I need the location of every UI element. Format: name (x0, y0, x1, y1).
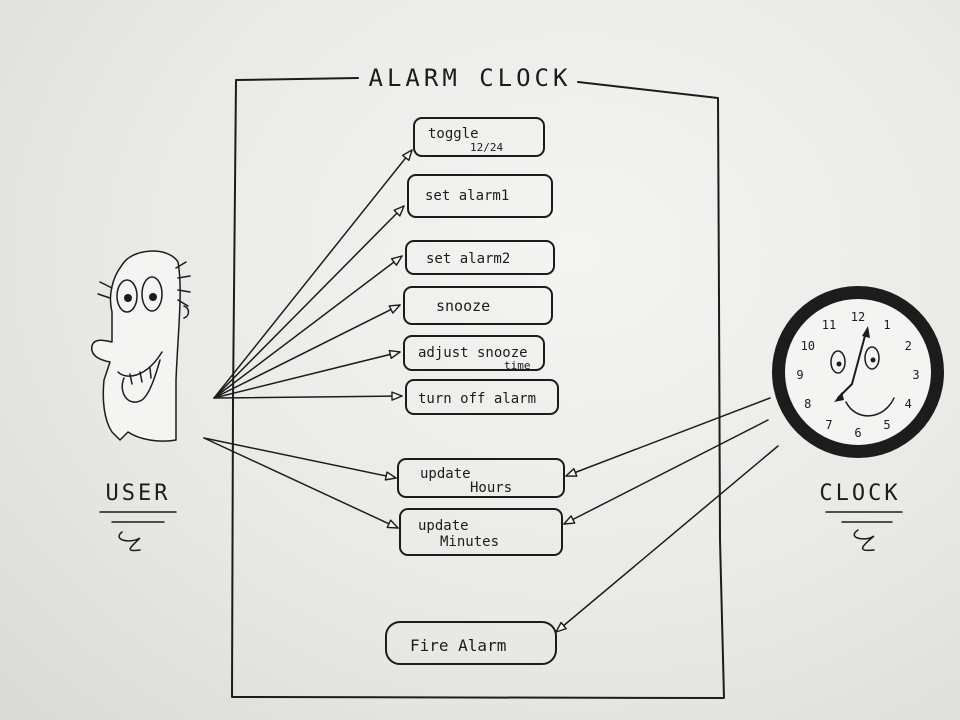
user-to-update-minutes-arrow (203, 437, 399, 529)
clock-underline (825, 511, 903, 552)
clock-numeral: 7 (825, 418, 832, 432)
user-underline (99, 511, 177, 552)
clock-numeral: 12 (851, 310, 865, 324)
use-case-turn-off-alarm[interactable] (405, 379, 559, 415)
use-case-toggle-label: toggle (428, 126, 479, 142)
clock-numeral: 10 (801, 339, 815, 353)
use-case-set-alarm1-label: set alarm1 (425, 188, 509, 204)
use-case-fire-alarm-label: Fire Alarm (410, 636, 506, 655)
user-to-snooze-arrow (213, 304, 401, 399)
system-title: ALARM CLOCK (369, 64, 572, 92)
use-case-snooze-label: snooze (436, 297, 490, 315)
use-case-turn-off-alarm-label: turn off alarm (418, 391, 536, 407)
user-hair (97, 261, 191, 307)
clock-label: CLOCK (819, 481, 900, 506)
use-case-set-alarm2[interactable] (405, 240, 555, 275)
user-actor[interactable]: USER (91, 250, 191, 552)
user-pupil-left (124, 294, 132, 302)
clock-smile (845, 397, 895, 417)
use-case-update-hours[interactable] (397, 458, 565, 498)
clock-numeral: 1 (883, 318, 890, 332)
user-to-toggle-arrow (213, 149, 413, 399)
use-case-set-alarm1[interactable] (407, 174, 553, 218)
clock-numeral: 9 (796, 368, 803, 382)
user-to-set-alarm2-arrow (213, 255, 403, 399)
use-case-toggle-12-24[interactable] (413, 117, 545, 157)
user-to-adjust-snooze-arrow (213, 349, 401, 399)
use-case-set-alarm2-label: set alarm2 (426, 251, 510, 267)
user-eye-right (141, 276, 163, 312)
user-to-set-alarm1-arrow (213, 205, 405, 399)
system-boundary (231, 77, 725, 699)
clock-minute-hand (851, 331, 867, 385)
clock-pupil-right (870, 357, 876, 363)
clock-numeral: 4 (905, 397, 912, 411)
user-ear (183, 305, 190, 319)
use-case-update-hours-label: update (420, 466, 471, 482)
use-case-adjust-snooze-label-2: time (504, 359, 531, 372)
user-to-turn-off-alarm-arrow (213, 391, 403, 401)
clock-to-update-minutes-arrow (563, 419, 769, 525)
associations (203, 149, 779, 633)
use-case-snooze[interactable] (403, 286, 553, 325)
user-to-update-hours-arrow (203, 437, 397, 481)
user-eye-left (116, 279, 138, 313)
use-case-fire-alarm[interactable] (385, 621, 557, 665)
use-case-update-minutes-label-2: Minutes (440, 534, 499, 550)
clock-numeral: 8 (804, 397, 811, 411)
clock-face (783, 297, 933, 447)
clock-numeral: 5 (883, 418, 890, 432)
clock-numeral: 3 (912, 368, 919, 382)
use-case-adjust-snooze-label: adjust snooze (418, 345, 528, 361)
user-head (91, 250, 181, 442)
user-label: USER (106, 481, 171, 506)
clock-pupil-left (836, 361, 842, 367)
use-case-update-minutes[interactable] (399, 508, 563, 556)
clock-to-update-hours-arrow (565, 397, 771, 477)
use-case-toggle-label-2: 12/24 (470, 141, 503, 154)
use-case-update-minutes-label: update (418, 518, 469, 534)
clock-eye-left (830, 350, 846, 374)
clock-hour-tip (834, 392, 844, 402)
clock-hand-tip (862, 326, 870, 338)
clock-eye-right (864, 346, 880, 370)
user-pupil-right (149, 293, 157, 301)
clock-numeral: 6 (854, 426, 861, 440)
use-case-adjust-snooze-time[interactable] (403, 335, 545, 371)
user-mouth (117, 351, 163, 403)
clock-to-fire-alarm-arrow (555, 445, 779, 633)
use-case-update-hours-label-2: Hours (470, 480, 512, 496)
clock-numeral: 2 (905, 339, 912, 353)
clock-numeral: 11 (822, 318, 836, 332)
